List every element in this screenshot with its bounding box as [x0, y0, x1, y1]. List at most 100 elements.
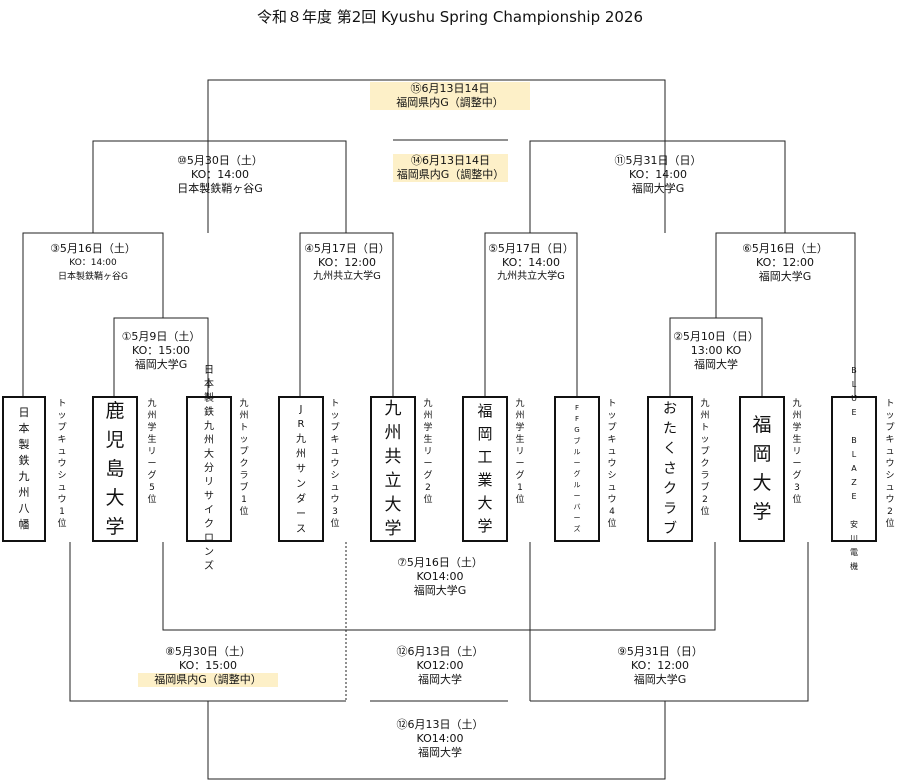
- char: U: [851, 394, 857, 403]
- bracket-line-7: [162, 542, 716, 631]
- match-2-date: ②5月10日（日）: [673, 330, 759, 343]
- match-2-venue: 福岡大学: [694, 358, 738, 371]
- char: 幡: [18, 518, 30, 531]
- char: 生: [423, 435, 433, 445]
- bracket-line-8: [69, 542, 346, 702]
- team-box-1: 日本製鉄九州八幡: [2, 396, 46, 542]
- char: ウ: [57, 459, 67, 469]
- char: ト: [57, 399, 67, 409]
- char: 九: [792, 399, 802, 409]
- char: 大: [384, 495, 402, 515]
- char: ッ: [607, 411, 617, 421]
- match-12b-venue: 福岡大学: [418, 746, 462, 759]
- match-12a-date: ⑫6月13日（土）: [396, 645, 484, 658]
- bracket-line-3: [22, 232, 164, 396]
- char: バ: [573, 503, 581, 511]
- char: グ: [573, 470, 581, 478]
- char: 2: [425, 483, 431, 493]
- char: [853, 420, 856, 434]
- team-box-6: 福岡工業大学: [462, 396, 508, 542]
- match-4-date: ④5月17日（日）: [304, 242, 390, 255]
- char: 州: [204, 435, 214, 446]
- char: 製: [204, 393, 214, 404]
- char: ウ: [607, 495, 617, 505]
- char: G: [574, 426, 580, 434]
- char: E: [851, 492, 857, 501]
- char: 学: [515, 423, 525, 433]
- char: ト: [700, 423, 710, 433]
- char: 九: [204, 421, 214, 432]
- char: ラ: [239, 471, 249, 481]
- char: ー: [573, 459, 581, 467]
- char: リ: [423, 447, 433, 457]
- char: ル: [573, 448, 581, 456]
- char: 3: [332, 507, 338, 517]
- char: ラ: [700, 471, 710, 481]
- char: ブ: [573, 437, 581, 445]
- char: キ: [330, 435, 340, 445]
- bracket-line-5: [484, 232, 578, 396]
- bracket-line-15: [207, 79, 666, 233]
- char: ブ: [663, 521, 677, 537]
- char: リ: [204, 477, 214, 488]
- match-8-venue: 福岡県内G（調整中）: [138, 673, 278, 687]
- char: ク: [204, 519, 214, 530]
- char: ス: [296, 523, 306, 535]
- char: ズ: [573, 525, 581, 533]
- char: 機: [850, 562, 858, 571]
- char: 学: [792, 423, 802, 433]
- match-7-venue: 福岡大学G: [413, 584, 467, 597]
- char: シ: [607, 471, 617, 481]
- char: 大: [105, 486, 125, 509]
- char: 分: [204, 463, 214, 474]
- match-4-venue: 九州共立大学G: [313, 271, 381, 282]
- char: ウ: [607, 459, 617, 469]
- char: 州: [515, 411, 525, 421]
- bracket-line-2: [669, 317, 763, 396]
- char: キ: [57, 435, 67, 445]
- match-9-venue: 福岡大学G: [633, 673, 687, 686]
- char: ズ: [204, 561, 214, 572]
- char: 九: [515, 399, 525, 409]
- char: 日: [18, 406, 30, 419]
- char: 学: [147, 423, 157, 433]
- char: 州: [296, 448, 306, 460]
- char: ュ: [607, 447, 617, 457]
- team-box-9: 福岡大学: [739, 396, 785, 542]
- team-box-5: 九州共立大学: [370, 396, 416, 542]
- match-9-date: ⑨5月31日（日）: [617, 645, 703, 658]
- match-12b-kickoff: KO14:00: [416, 732, 464, 745]
- char: 位: [792, 495, 802, 505]
- char: ュ: [330, 447, 340, 457]
- char: 位: [239, 507, 249, 517]
- char: お: [663, 401, 677, 417]
- char: Z: [851, 478, 857, 487]
- char: リ: [515, 447, 525, 457]
- bracket-line-12b: [207, 701, 666, 780]
- char: 電: [850, 548, 858, 557]
- char: サ: [296, 463, 306, 475]
- match-4-kickoff: KO：12:00: [318, 256, 376, 269]
- char: 1: [59, 507, 65, 517]
- char: 3: [794, 483, 800, 493]
- char: 州: [423, 411, 433, 421]
- char: 位: [423, 495, 433, 505]
- char: 位: [885, 519, 895, 529]
- match-7-kickoff: KO14:00: [416, 570, 464, 583]
- char: ダ: [296, 493, 306, 505]
- char: 九: [423, 399, 433, 409]
- char: E: [851, 408, 857, 417]
- char: 岡: [477, 425, 493, 443]
